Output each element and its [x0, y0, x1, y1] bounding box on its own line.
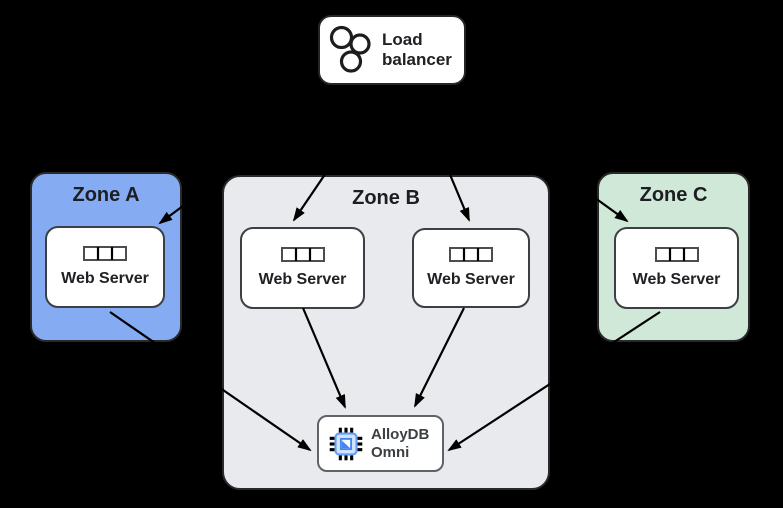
zone-b: Zone B Web Server Web Server — [222, 175, 550, 490]
server-icon — [449, 247, 493, 262]
load-balancer-label: Load balancer — [382, 29, 452, 69]
web-server-label: Web Server — [258, 271, 347, 288]
zone-a: Zone A Web Server — [30, 172, 182, 342]
alloydb-omni-box: AlloyDB Omni — [317, 415, 444, 472]
web-server-label: Web Server — [427, 271, 515, 288]
zone-c: Zone C Web Server — [597, 172, 750, 342]
alloydb-omni-label: AlloyDB Omni — [371, 426, 430, 461]
zone-b-web-server-1: Web Server — [240, 227, 365, 309]
zone-c-label: Zone C — [639, 184, 708, 206]
zone-b-web-server-2: Web Server — [412, 228, 530, 308]
web-server-label: Web Server — [61, 270, 149, 287]
chip-icon — [329, 427, 363, 460]
load-balancer-box: Load balancer — [318, 15, 466, 85]
server-icon — [83, 246, 127, 261]
server-icon — [654, 247, 699, 262]
zone-a-label: Zone A — [72, 184, 140, 206]
server-icon — [280, 247, 325, 262]
zone-a-web-server: Web Server — [45, 226, 165, 308]
web-server-label: Web Server — [632, 271, 721, 288]
load-balancer-icon — [329, 25, 371, 73]
zone-c-web-server: Web Server — [614, 227, 739, 309]
zone-b-label: Zone B — [352, 187, 420, 209]
